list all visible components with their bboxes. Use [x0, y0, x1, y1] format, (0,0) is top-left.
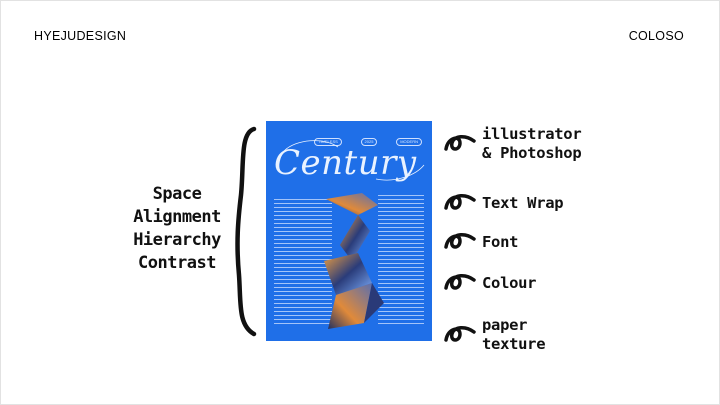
technique-label: Font	[482, 232, 519, 251]
swirl-bullet-icon	[444, 274, 476, 290]
technique-text-wrap: Text Wrap	[444, 190, 564, 216]
poster-sculpture	[324, 193, 384, 329]
technique-font: Font	[444, 229, 518, 255]
principle-hierarchy: Hierarchy	[133, 230, 221, 250]
principle-alignment: Alignment	[133, 207, 221, 227]
technique-label: Text Wrap	[482, 193, 564, 212]
swirl-bullet-icon	[444, 194, 476, 210]
technique-label: Colour	[482, 273, 537, 292]
technique-label: & Photoshop	[482, 144, 582, 162]
technique-label: illustrator	[482, 125, 582, 143]
technique-label: paper	[482, 316, 528, 334]
century-poster: TIMELESS 2025 MODERN Century	[266, 121, 432, 341]
poster-tags: TIMELESS 2025 MODERN	[314, 138, 422, 146]
technique-label: texture	[482, 335, 546, 353]
swirl-bullet-icon	[444, 135, 476, 151]
brand-coloso: COLOSO	[628, 29, 684, 43]
technique-colour: Colour	[444, 270, 537, 296]
design-principles-list: Space Alignment Hierarchy Contrast	[118, 183, 236, 275]
brand-hyejudesign: HYEJUDESIGN	[34, 29, 127, 43]
swirl-bullet-icon	[444, 233, 476, 249]
principle-space: Space	[152, 184, 202, 204]
left-bracket	[235, 126, 257, 337]
poster-title: Century	[274, 143, 417, 183]
technique-illustrator: illustrator& Photoshop	[444, 125, 582, 163]
poster-text-column-left	[274, 199, 332, 325]
poster-flourish	[283, 140, 425, 181]
swirl-bullet-icon	[444, 326, 476, 342]
poster-tag: TIMELESS	[314, 138, 342, 146]
poster-tag: MODERN	[396, 138, 422, 146]
principle-contrast: Contrast	[138, 253, 216, 273]
poster-tag: 2025	[360, 138, 378, 146]
poster-text-column-right	[378, 195, 424, 327]
